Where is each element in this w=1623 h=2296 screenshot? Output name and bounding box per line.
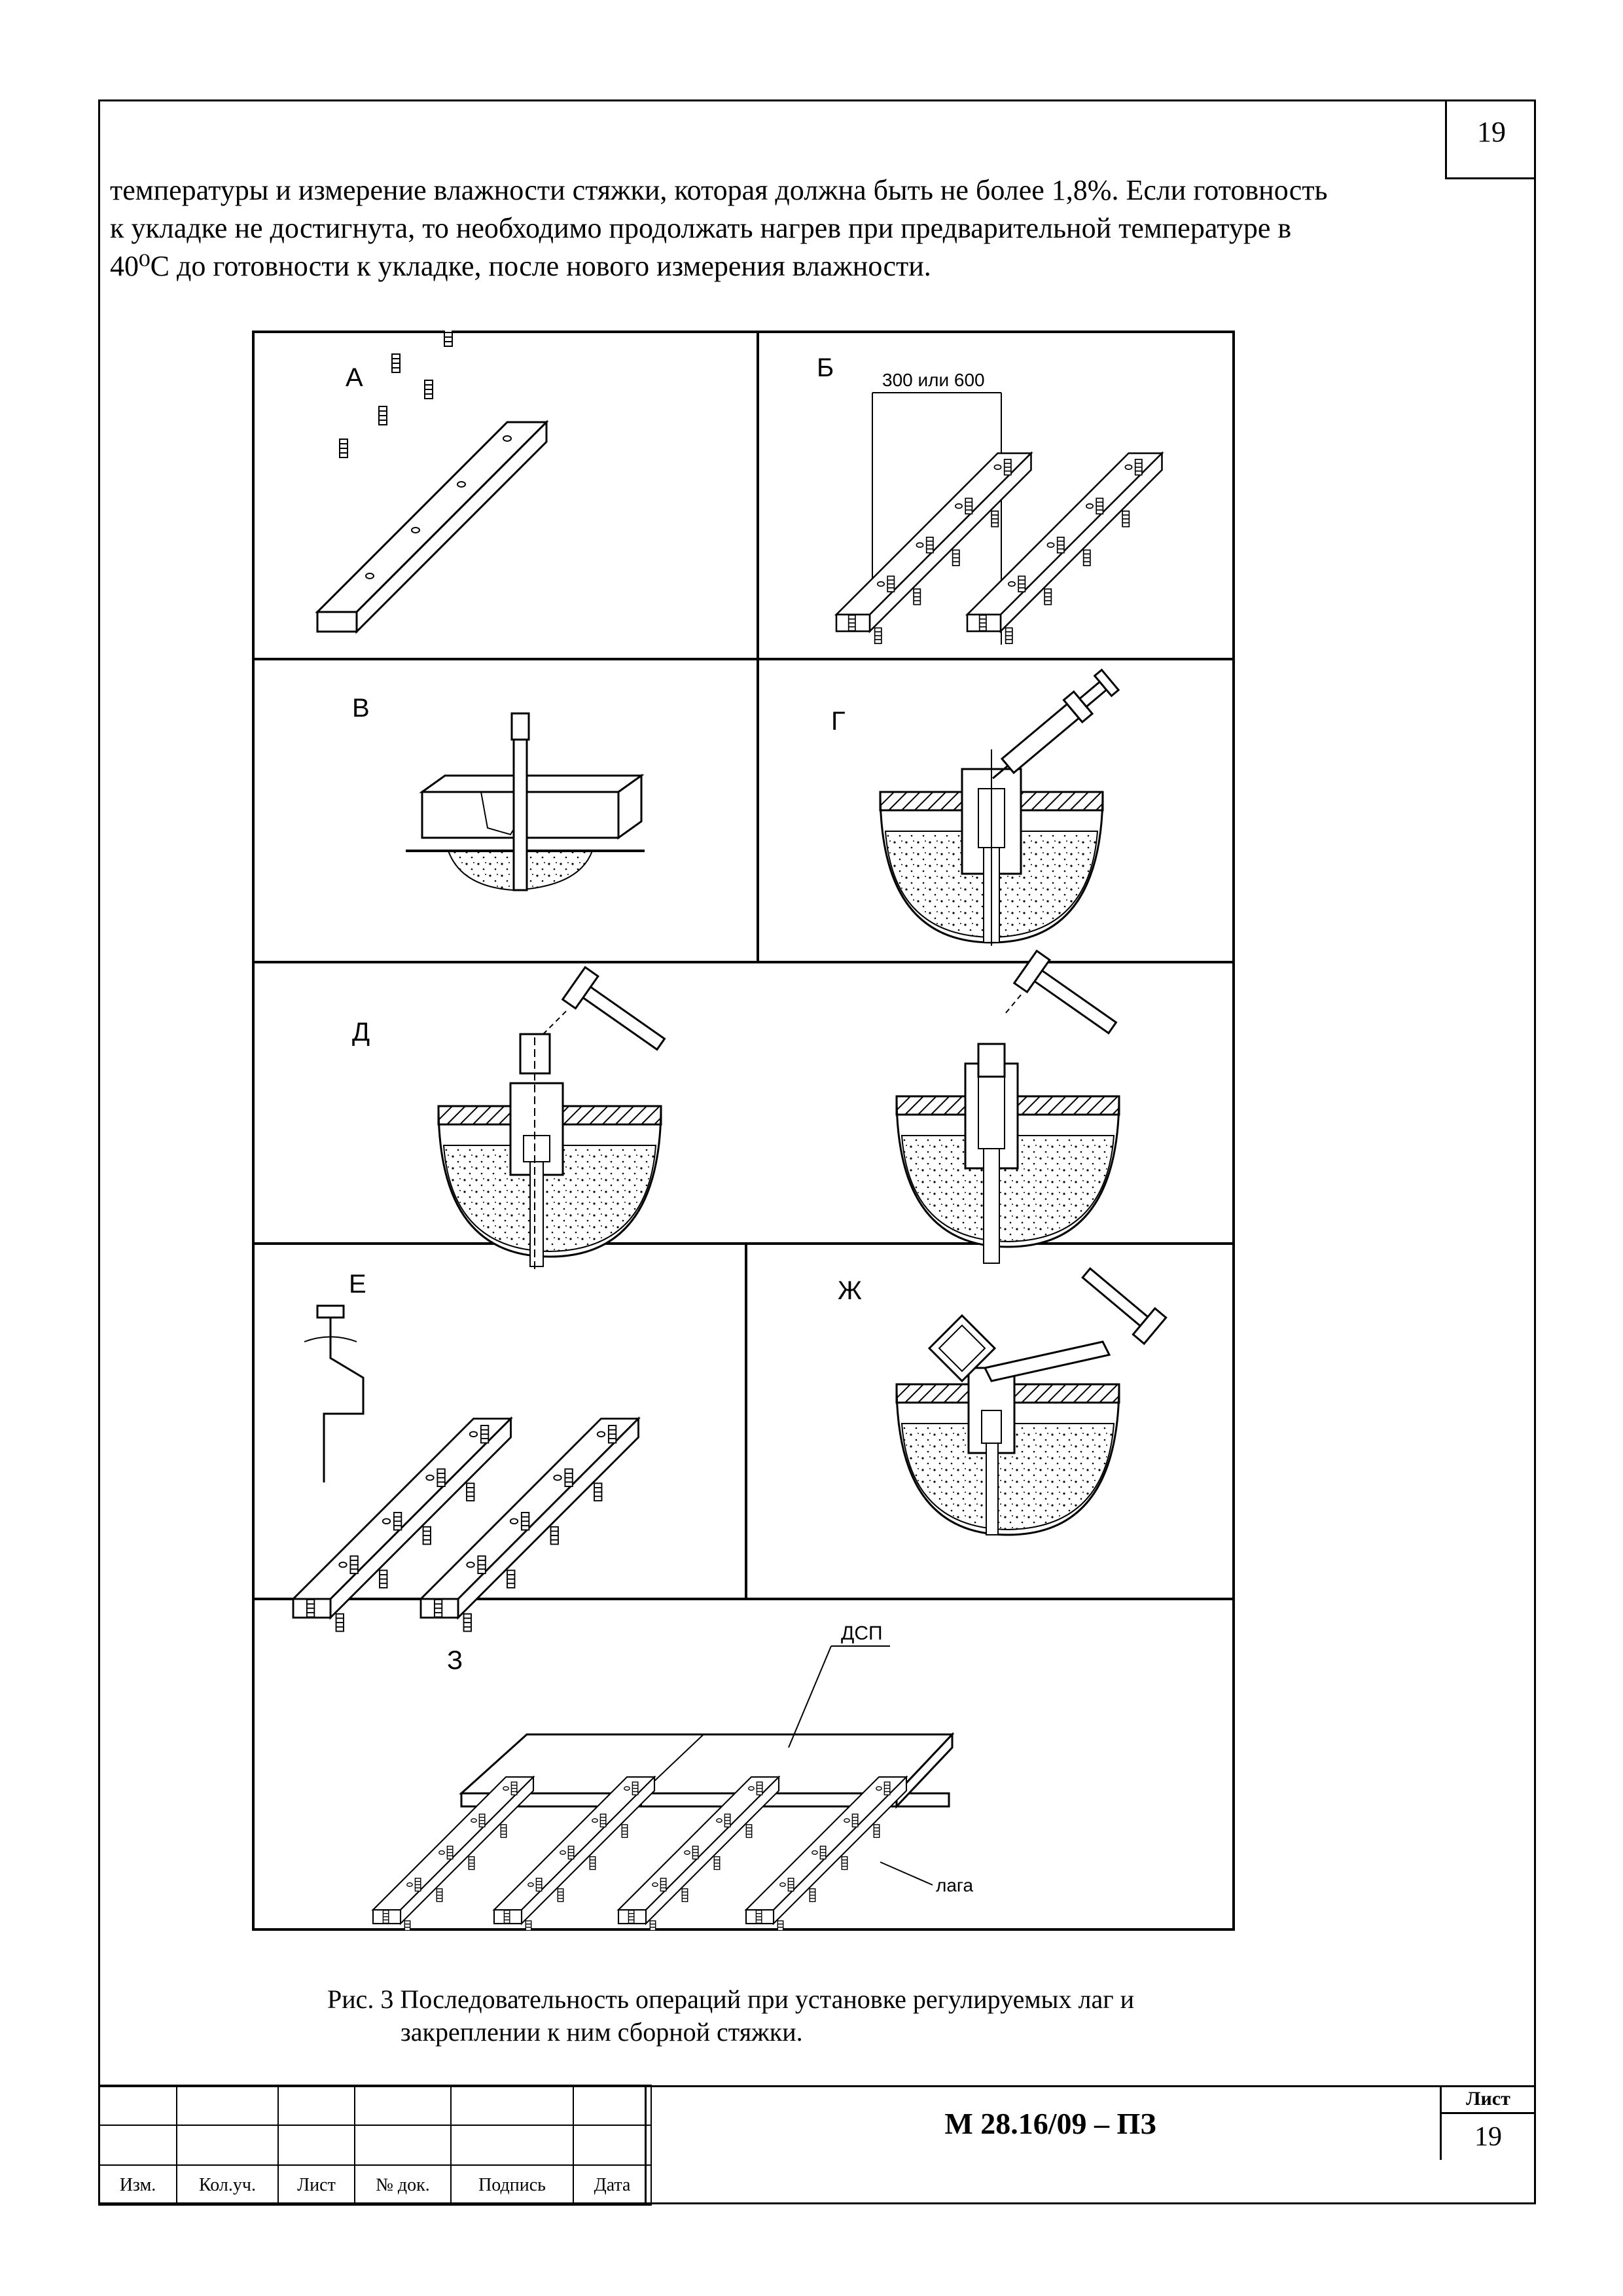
joist-label: лага (936, 1875, 974, 1895)
body-paragraph: температуры и измерение влажности стяжки… (110, 171, 1517, 285)
panel-label-zh: Ж (838, 1276, 862, 1305)
figure-caption: Рис. 3 Последовательность операций при у… (327, 1983, 1243, 2049)
body-line-1: температуры и измерение влажности стяжки… (110, 174, 1328, 206)
header-signature: Подпись (450, 2164, 574, 2206)
stamp-top-border (98, 2085, 1536, 2087)
sheet-number: 19 (1440, 2114, 1535, 2160)
revision-table: Изм. Кол.уч. Лист № док. Подпись Дата (98, 2085, 652, 2206)
page-number-box: 19 (1445, 99, 1536, 179)
panel-label-g: Г (831, 707, 846, 736)
document-code: М 28.16/09 – ПЗ (944, 2107, 1156, 2140)
header-izm: Изм. (98, 2164, 177, 2206)
body-line-2: к укладке не достигнута, то необходимо п… (110, 212, 1292, 244)
panel-label-v: В (352, 694, 370, 723)
panel-label-e: Е (349, 1270, 366, 1299)
panel-label-a: А (346, 363, 363, 392)
dimension-label: 300 или 600 (882, 370, 985, 390)
sheet-label: Лист (1440, 2085, 1535, 2114)
header-kol-uch: Кол.уч. (176, 2164, 279, 2206)
stamp-divider (645, 2085, 647, 2204)
title-block: Изм. Кол.уч. Лист № док. Подпись Дата (98, 2085, 1536, 2206)
header-list: Лист (277, 2164, 355, 2206)
caption-line-2: закреплении к ним сборной стяжки. (401, 2017, 803, 2047)
header-doc-no: № док. (354, 2164, 452, 2206)
header-date: Дата (573, 2164, 652, 2206)
body-line-3: 40⁰С до готовности к укладке, после ново… (110, 250, 931, 282)
installation-figure: А Б 300 или 600 В Г Д (252, 331, 1235, 1931)
chipboard-label: ДСП (841, 1623, 883, 1644)
caption-line-1: Рис. 3 Последовательность операций при у… (327, 1984, 1135, 2014)
panel-label-d: Д (352, 1018, 370, 1047)
panel-label-b: Б (817, 353, 834, 382)
panel-label-z: З (447, 1646, 463, 1675)
page-frame (98, 99, 1536, 2204)
